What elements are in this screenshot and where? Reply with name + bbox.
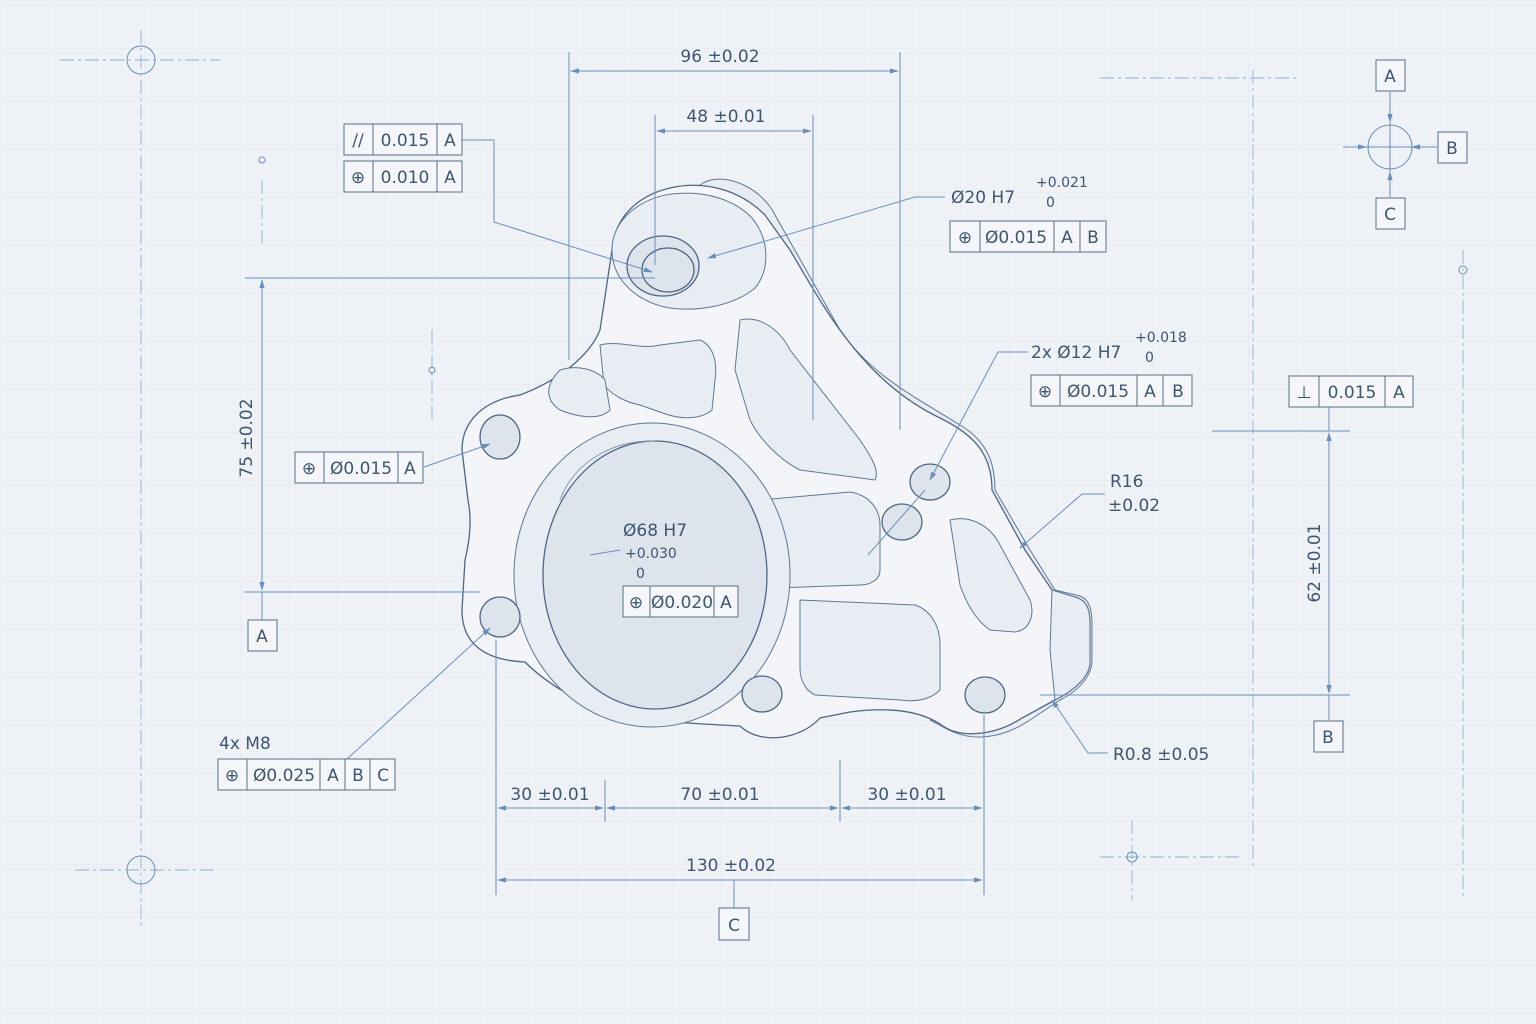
parallelism-symbol: //	[352, 131, 364, 151]
dim-inner-width: 48 ±0.01	[686, 107, 765, 127]
svg-text:A: A	[327, 766, 339, 786]
callout-side-holes-upper: +0.018	[1135, 330, 1187, 346]
fcf-left-hole: ⊕ Ø0.015 A	[294, 451, 424, 484]
position-icon: ⊕	[958, 228, 972, 248]
fcf-position-top: ⊕ 0.010 A	[343, 160, 463, 193]
fcf-top-hole: ⊕ Ø0.015 A B	[949, 220, 1107, 253]
position-icon: ⊕	[351, 168, 365, 188]
svg-text:Ø0.025: Ø0.025	[253, 766, 315, 786]
dim-top-width: 96 ±0.02	[680, 47, 759, 67]
svg-text:A: A	[720, 593, 732, 613]
hole-left-top	[479, 414, 521, 460]
callout-bore-upper: +0.030	[625, 546, 677, 562]
svg-text:C: C	[728, 916, 740, 936]
dim-right-height: 62 ±0.01	[1305, 523, 1325, 602]
fcf-perpendicular: ⊥ 0.015 A	[1288, 375, 1414, 408]
svg-text:Ø0.015: Ø0.015	[330, 459, 392, 479]
svg-text:Ø0.015: Ø0.015	[985, 228, 1047, 248]
position-icon: ⊕	[1038, 382, 1052, 402]
svg-text:A: A	[404, 459, 416, 479]
hole-bottom-right	[964, 676, 1006, 714]
callout-top-hole-lower: 0	[1046, 195, 1055, 211]
svg-text:0.015: 0.015	[381, 131, 430, 151]
dim-bottom-right: 30 ±0.01	[867, 785, 946, 805]
svg-text:A: A	[1384, 67, 1396, 87]
dim-left-height: 75 ±0.02	[237, 398, 257, 477]
svg-text:A: A	[1061, 228, 1073, 248]
bracket-part	[461, 178, 1093, 739]
datum-b-box: B	[1313, 720, 1344, 753]
svg-text:B: B	[352, 766, 364, 786]
callout-side-holes-size: 2x Ø12 H7	[1031, 343, 1121, 363]
dim-overall-width: 130 ±0.02	[686, 856, 776, 876]
hole-side-upper	[909, 463, 951, 501]
datum-legend: A B C	[1343, 59, 1468, 230]
svg-text:B: B	[1322, 728, 1334, 748]
fcf-parallel: // 0.015 A	[343, 123, 463, 156]
position-icon: ⊕	[629, 593, 643, 613]
callout-side-holes-lower: 0	[1145, 350, 1154, 366]
callout-radius: R16	[1110, 472, 1143, 492]
datum-a-box: A	[247, 619, 278, 652]
callout-fillet: R0.8 ±0.05	[1113, 745, 1209, 765]
dim-bottom-left: 30 ±0.01	[510, 785, 589, 805]
callout-radius-tol: ±0.02	[1108, 496, 1160, 516]
hole-bottom-mid	[741, 675, 783, 713]
svg-text:A: A	[256, 627, 268, 647]
svg-text:0.015: 0.015	[1328, 383, 1377, 403]
hole-left-bottom	[479, 596, 521, 638]
legend-datum-b: B	[1437, 131, 1468, 164]
construction-lines	[60, 30, 1468, 930]
dimension-lines	[245, 52, 1350, 908]
svg-text:Ø0.020: Ø0.020	[651, 593, 713, 613]
callout-top-hole-size: Ø20 H7	[951, 188, 1015, 208]
svg-text:C: C	[377, 766, 389, 786]
fcf-bore: ⊕ Ø0.020 A	[622, 585, 739, 618]
datum-c-box: C	[718, 907, 750, 941]
svg-text:C: C	[1384, 205, 1396, 225]
fcf-threads: ⊕ Ø0.025 A B C	[217, 758, 396, 791]
svg-text:B: B	[1446, 139, 1458, 159]
hole-side-lower	[881, 503, 923, 541]
position-icon: ⊕	[302, 459, 316, 479]
fcf-side-holes: ⊕ Ø0.015 A B	[1030, 374, 1193, 407]
svg-text:A: A	[444, 168, 456, 188]
svg-text:0.010: 0.010	[381, 168, 430, 188]
legend-datum-c: C	[1375, 197, 1406, 230]
svg-text:B: B	[1172, 382, 1184, 402]
callout-threads: 4x M8	[219, 734, 271, 754]
main-bore	[542, 440, 768, 710]
legend-datum-a: A	[1375, 59, 1406, 92]
callout-top-hole-upper: +0.021	[1036, 175, 1088, 191]
perpendicularity-icon: ⊥	[1297, 383, 1312, 403]
svg-text:Ø0.015: Ø0.015	[1067, 382, 1129, 402]
callout-bore-lower: 0	[636, 566, 645, 582]
svg-text:A: A	[1144, 382, 1156, 402]
svg-text:A: A	[1393, 383, 1405, 403]
position-icon: ⊕	[225, 766, 239, 786]
svg-text:B: B	[1087, 228, 1099, 248]
svg-text:A: A	[444, 131, 456, 151]
callout-bore-size: Ø68 H7	[623, 521, 687, 541]
dim-bottom-mid: 70 ±0.01	[680, 785, 759, 805]
